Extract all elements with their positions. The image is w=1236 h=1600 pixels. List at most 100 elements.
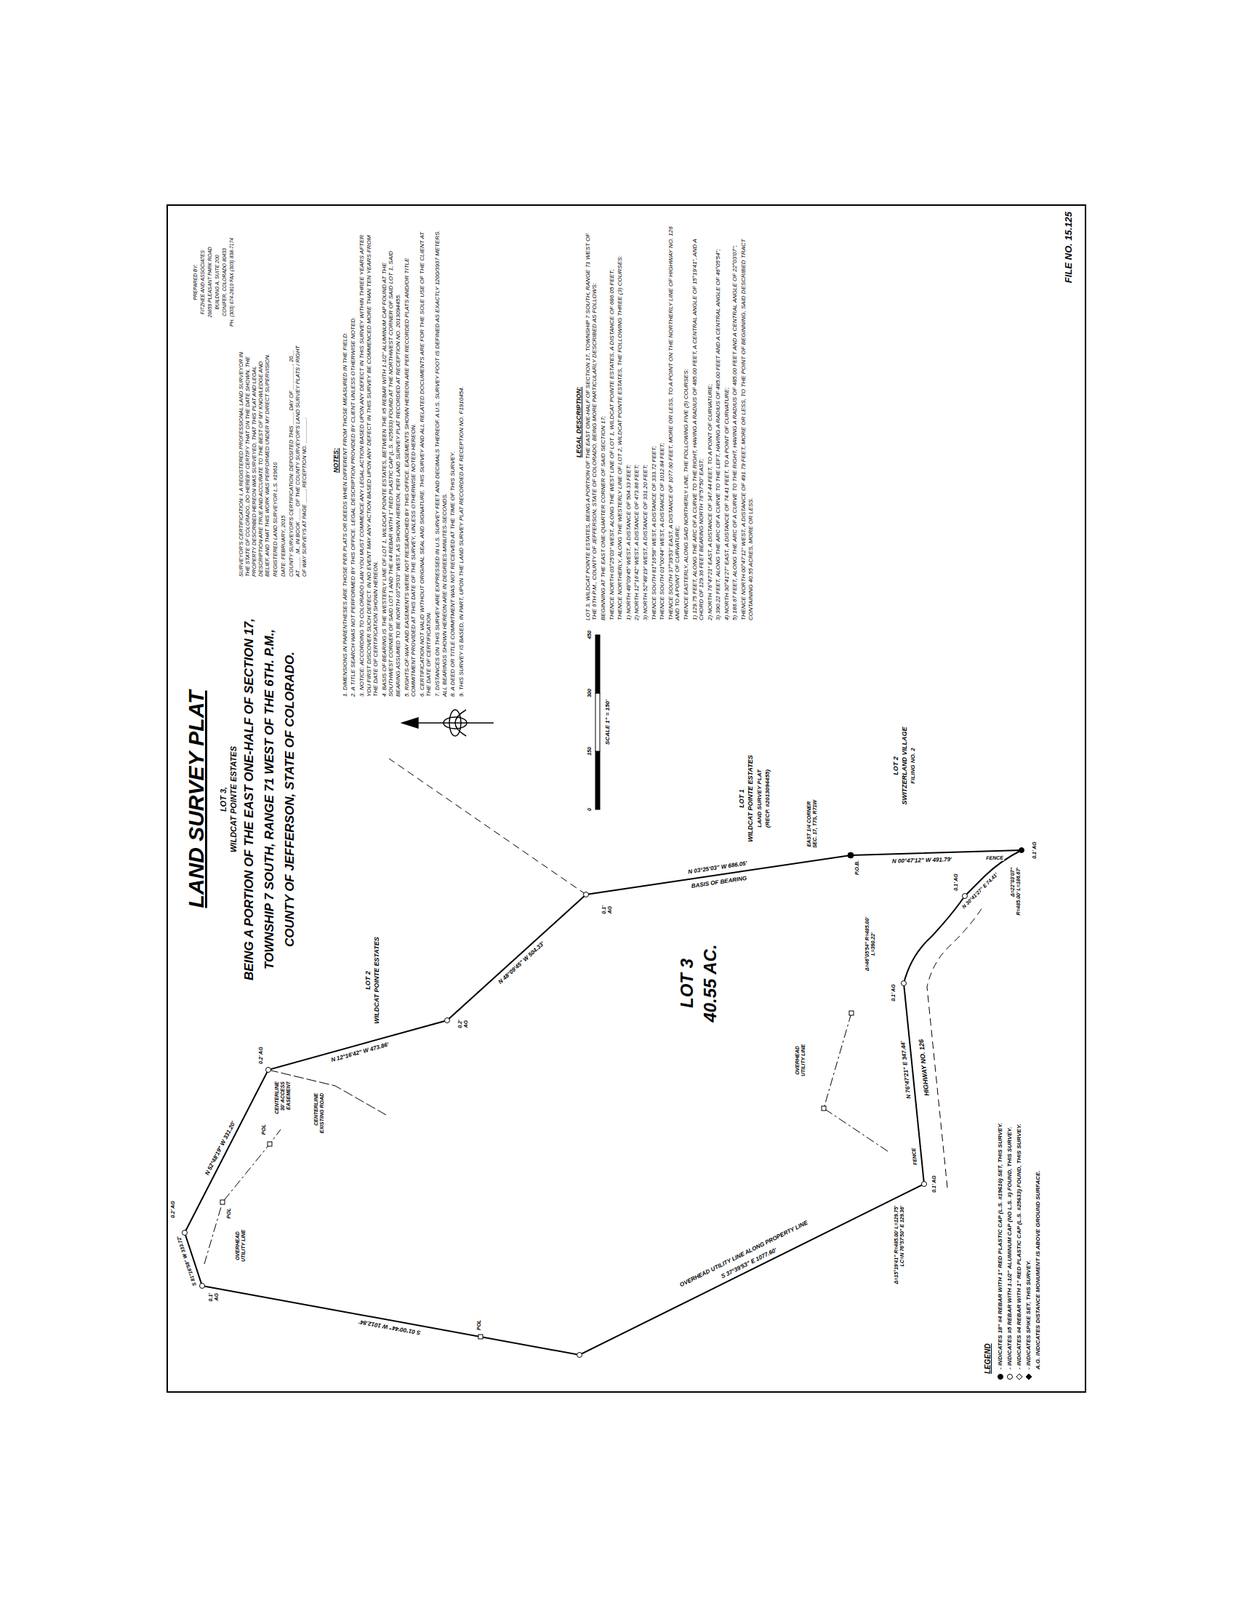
plat-label: CENTERLINE EXISTING ROAD <box>313 1092 325 1137</box>
legend-text: A.G. INDICATES DISTANCE MONUMENT IS ABOV… <box>1034 1169 1042 1370</box>
bearing-label: N 48°09'45" W 504.33' <box>496 939 547 986</box>
note-text: 2) NORTH 12°16'42" WEST, A DISTANCE OF 4… <box>633 223 641 621</box>
note-text: 8. A DEED OR TITLE COMMITMENT WAS NOT RE… <box>449 223 457 697</box>
utility-pole <box>220 1199 225 1205</box>
note-text: 4) NORTH 30°41'27" EAST, A DISTANCE OF 7… <box>723 223 731 621</box>
plat-label: 300 <box>586 688 593 698</box>
plat-label: 0.1' AG <box>207 1292 220 1309</box>
plat-label: CENTERLINE 30' ACCESS EASEMENT <box>274 1081 292 1122</box>
plat-label: LOT 1 <box>737 788 746 808</box>
utility-pole <box>267 1141 272 1146</box>
note-text: 1) 129.75 FEET, ALONG THE ARC OF A CURVE… <box>691 223 706 621</box>
plat-label: 40.55 AC. <box>700 943 721 1022</box>
note-text: 9. THIS SURVEY IS BASED, IN PART, UPON T… <box>458 223 466 697</box>
bearing-label: S 81°16'58" W 333.72' <box>175 1234 199 1287</box>
extension-line <box>388 758 587 895</box>
plat-label: WILDCAT POINTE ESTATES <box>372 936 381 1024</box>
plat-label: FILE NO. 15.125 <box>1063 211 1075 283</box>
legend-symbol <box>998 1374 1004 1380</box>
note-text: 5. RIGHTS-OF-WAY AND EASEMENTS WERE NOT … <box>403 223 418 697</box>
plat-label: TOWNSHIP 7 SOUTH, RANGE 71 WEST OF THE 6… <box>262 628 278 970</box>
bearing-label: FENCE <box>985 855 1005 862</box>
note-text: THENCE NORTH 00°47'12" WEST, A DISTANCE … <box>740 223 754 621</box>
note-text: BUILDING A, SUITE 200 <box>214 223 221 341</box>
plat-label: WILDCAT POINTE ESTATES <box>229 745 239 853</box>
note-text: COUNTY SURVEYOR'S CERTIFICATION: DEPOSIT… <box>287 343 308 577</box>
bearing-label: N 00°47'12" W 491.79' <box>891 855 953 865</box>
plat-label: (RECP. #2013094455) <box>764 769 771 828</box>
plat-label: 0.1' AG <box>931 1174 938 1193</box>
monument <box>901 980 907 986</box>
plat-label: EAST 1/4 CORNER SEC. 17, T7S, R71W <box>806 794 818 853</box>
text-block: PREPARED BY:FITZHEE AND ASSOCIATES26659 … <box>192 223 238 341</box>
bearing-label: S 01°00'44" W 1012.84' <box>357 1318 422 1337</box>
note-text: 26659 PLEASANT PARK ROAD <box>207 223 214 341</box>
monument <box>199 1283 206 1289</box>
bearing-label: N 52°48'19" W 331.20' <box>203 1118 238 1177</box>
plat-label: 0.1' AG <box>1031 841 1038 859</box>
note-text: PREPARED BY: <box>192 223 199 341</box>
plat-label: 0.2' AG <box>457 1015 469 1032</box>
utility-pole <box>821 1105 826 1111</box>
note-text: THENCE NORTH 03°25'03" WEST, ALONG THE W… <box>608 223 616 621</box>
bearing-label: BASIS OF BEARING <box>690 874 749 890</box>
bearing-label: OVERHEAD UTILITY LINE ALONG PROPERTY LIN… <box>678 1218 810 1289</box>
monument <box>583 892 589 898</box>
legend-symbol <box>1025 1373 1032 1380</box>
note-text: 2. A TITLE SEARCH WAS NOT PERFORMED BY T… <box>349 223 357 697</box>
monument <box>962 893 968 899</box>
plat-label: 0 <box>586 807 593 811</box>
plat-label: LEGEND <box>983 1342 993 1374</box>
note-text: 3) 390.22 FEET, ALONG THE ARC OF A CURVE… <box>714 223 722 621</box>
monument <box>1019 847 1025 853</box>
legend-text: - INDICATES 18" #4 REBAR WITH 1" RED PLA… <box>996 1122 1004 1370</box>
plat-label: LOT 3, <box>218 786 229 812</box>
monument <box>266 1067 272 1073</box>
note-text: BEGINNING AT THE EAST ONE-QUARTER CORNER… <box>599 223 608 621</box>
plat-label: P.O.B. <box>854 860 861 875</box>
plat-label: BEING A PORTION OF THE EAST ONE-HALF OF … <box>242 618 257 981</box>
plat-label: OVERHEAD UTILITY LINE <box>234 1222 247 1269</box>
note-text: 3. NOTICE: ACCORDING TO COLORADO LAW YOU… <box>358 223 380 697</box>
bearing-label: N 30°41'27" E 74.41' <box>960 871 1000 911</box>
plat-label: 0.1' AG <box>890 983 897 1002</box>
note-text: REGISTERED LAND SURVEYOR L.S. #19610 <box>271 343 279 577</box>
utility-pole <box>478 1334 483 1339</box>
lot-boundary <box>184 849 1022 1355</box>
text-block: SURVEYOR'S CERTIFICATION: I, A REGISTERE… <box>237 343 309 577</box>
monument <box>182 1230 188 1236</box>
plat-label: WILDCAT POINTE ESTATES <box>746 754 754 842</box>
plat-label: LOT 3 <box>676 958 698 1008</box>
plat-label: POL <box>476 1319 483 1330</box>
plat-label: LOT 2 <box>364 970 372 990</box>
note-text: LOT 3, WILDCAT POINTE ESTATES, BEING A P… <box>584 223 599 621</box>
legend-text: - INDICATES #5 REBAR WITH 1-1/2" ALUMINU… <box>1006 1126 1013 1370</box>
plat-label: Δ=22°03'07" R=485.00' L=186.67' <box>1009 867 1022 919</box>
note-text: 4. BASIS OF BEARING IS THE WESTERLY LINE… <box>380 223 403 697</box>
note-text: PH. (303) 674-2810 FAX (303) 838-7174 <box>229 223 235 341</box>
note-text: 1. DIMENSIONS IN PARENTHESES ARE THOSE P… <box>341 223 349 697</box>
plat-drawing <box>167 205 1085 1391</box>
note-text: THENCE SOUTH 81°16'58" WEST, A DISTANCE … <box>650 223 658 621</box>
note-text: THENCE EASTERLY, ALONG SAID NORTHERLY LI… <box>682 223 690 621</box>
monument <box>577 1352 583 1358</box>
note-text: 5) 186.67 FEET, ALONG THE ARC OF A CURVE… <box>731 223 739 621</box>
bearing-label: HIGHWAY NO. 126 <box>917 1038 931 1098</box>
legend-text: - INDICATES #4 REBAR WITH 1" RED PLASTIC… <box>1015 1123 1023 1370</box>
plat-label: LAND SURVEY PLAT <box>756 769 763 828</box>
note-text: 3) NORTH 52°48'19" WEST, A DISTANCE OF 3… <box>641 223 650 621</box>
note-text: CONIFER, COLORADO 80433 <box>221 223 228 341</box>
plat-label: 0.1' AG <box>953 873 959 891</box>
note-text: THENCE SOUTH 37°39'53" EAST, A DISTANCE … <box>667 223 682 621</box>
bearing-label: N 03°25'03" W 686.05' <box>686 859 748 875</box>
bearing-label: FENCE <box>911 1146 920 1166</box>
legend-symbol <box>1016 1373 1023 1380</box>
plat-label: Δ=15°19'41" R=485.00' L=129.75' LC=N 76°… <box>893 1205 906 1287</box>
note-text: THENCE SOUTH 01°00'44" WEST, A DISTANCE … <box>658 223 666 621</box>
plat-label: SWITZERLAND VILLAGE <box>900 727 909 805</box>
note-text: LEGAL DESCRIPTION: <box>575 223 584 621</box>
plat-label: POL <box>226 1207 232 1218</box>
legend-symbol <box>1007 1374 1013 1380</box>
note-text: FITZHEE AND ASSOCIATES <box>199 223 206 341</box>
scale-bar <box>595 634 600 810</box>
